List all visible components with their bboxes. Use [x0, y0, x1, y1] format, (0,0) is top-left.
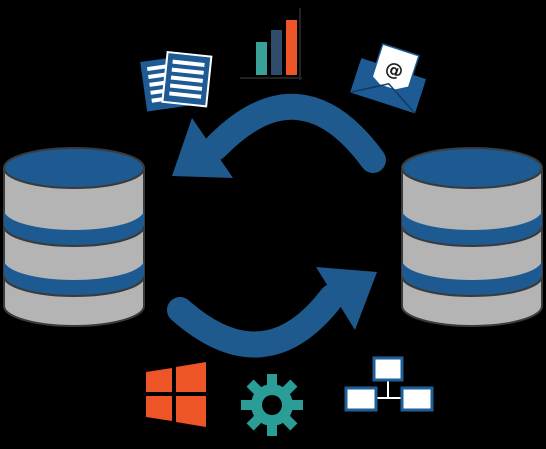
curved-arrow-left-icon — [172, 93, 386, 178]
database-left-icon — [3, 147, 145, 327]
curved-arrow-right-icon — [167, 267, 377, 358]
database-right-icon — [401, 147, 543, 327]
gear-icon — [241, 374, 303, 436]
network-hierarchy-icon — [344, 356, 434, 412]
bar-chart-icon — [240, 8, 302, 80]
windows-logo-icon — [146, 362, 206, 427]
email-at-symbol: @ — [382, 58, 406, 84]
documents-icon — [140, 50, 213, 112]
email-envelope-icon: @ — [350, 43, 427, 114]
